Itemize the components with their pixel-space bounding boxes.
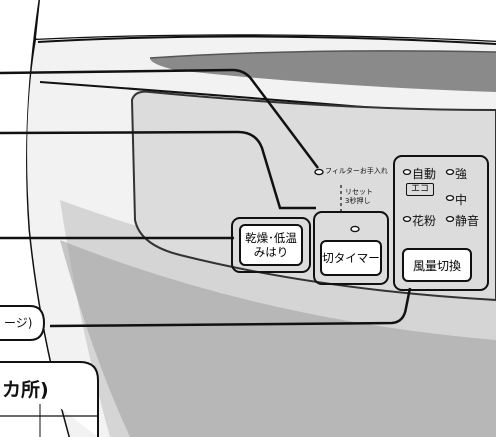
section-box: [0, 361, 99, 437]
medium-led-icon: [445, 194, 455, 202]
fan-switch-button[interactable]: 風量切換: [402, 248, 472, 282]
page-ref-box: [0, 305, 46, 341]
leader-timer-line: [0, 130, 316, 210]
display-strip: [150, 50, 496, 92]
timer-button-frame: [313, 211, 389, 285]
dry-button-label-1: 乾燥･低温: [245, 231, 297, 245]
fan-switch-label: 風量切換: [412, 258, 461, 273]
leader-fan-line: [49, 287, 412, 328]
off-timer-button[interactable]: 切タイマー: [320, 240, 382, 276]
strong-led-icon: [445, 168, 455, 176]
timer-button-label: 切タイマー: [322, 251, 380, 265]
dry-button-frame: [231, 217, 311, 273]
auto-led-icon: [402, 168, 412, 176]
filter-led-icon: [314, 168, 324, 176]
dry-button-label-2: みはり: [253, 245, 289, 259]
reset-label-1: リセット: [345, 188, 373, 196]
leader-filter-line: [0, 68, 319, 169]
mode-auto-label: 自動: [412, 167, 437, 181]
filter-clean-label: フィルターお手入れ: [325, 167, 388, 175]
mode-strong-label: 強: [455, 167, 468, 181]
page-ref-text: ージ): [4, 316, 33, 330]
eco-badge: エコ: [406, 183, 435, 196]
pollen-led-icon: [402, 215, 412, 223]
reset-label-2: 3秒押し: [345, 197, 371, 205]
section-box-text: カ所): [2, 379, 49, 401]
fan-mode-frame: [393, 155, 489, 291]
panel-plate: [130, 90, 496, 302]
dry-lowtemp-button[interactable]: 乾燥･低温 みはり: [239, 224, 303, 266]
mode-quiet-label: 静音: [455, 214, 480, 228]
mode-pollen-label: 花粉: [412, 214, 437, 228]
quiet-led-icon: [445, 215, 455, 223]
mode-medium-label: 中: [455, 193, 468, 207]
timer-led-icon: [350, 225, 360, 233]
